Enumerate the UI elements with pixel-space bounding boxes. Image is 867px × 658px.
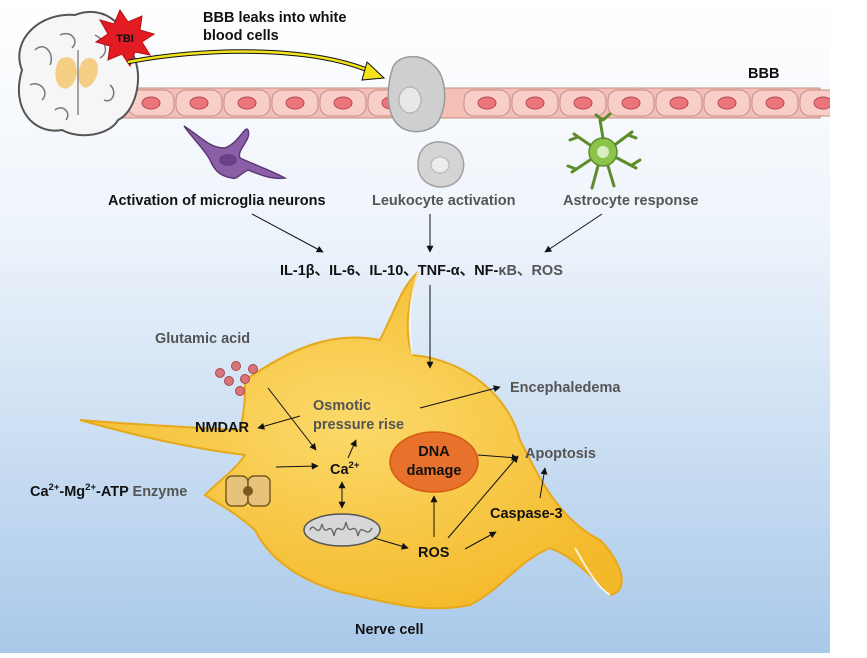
arrow-ros-caspase	[464, 531, 497, 550]
encephaledema-label: Encephaledema	[510, 380, 621, 396]
ros-label: ROS	[418, 545, 450, 561]
osmotic-label-line1: Osmotic	[313, 398, 371, 414]
leukocyte-icon	[387, 55, 446, 133]
endothelial-nucleus	[141, 96, 161, 110]
arrow-osmotic-encephaledema	[419, 385, 501, 409]
endothelial-nucleus	[189, 96, 209, 110]
endothelial-nucleus	[717, 96, 737, 110]
cytokine-item: 、	[403, 263, 418, 279]
astrocyte-response-label: Astrocyte response	[563, 193, 698, 209]
apoptosis-label: Apoptosis	[525, 446, 596, 462]
arrow-ros-apoptosis	[447, 455, 519, 539]
cytokine-item: NF-	[474, 263, 498, 279]
endothelial-nucleus	[525, 96, 545, 110]
endothelial-nucleus	[573, 96, 593, 110]
pathway-arrows	[257, 285, 548, 550]
cytokine-item: IL-6	[329, 263, 355, 279]
arrow-nmdar-calcium	[275, 462, 319, 470]
tbi-burst-icon: TBI	[94, 8, 156, 68]
calcium-label: Ca2+	[330, 460, 360, 478]
cytokine-item: 、	[460, 263, 475, 279]
dna-label-line1: DNA	[418, 444, 450, 460]
endothelial-nucleus	[237, 96, 257, 110]
arrow-mitochondrion-ros	[373, 537, 409, 550]
glutamic-acid-label: Glutamic acid	[155, 331, 250, 347]
bbb-label: BBB	[748, 66, 779, 82]
cytokine-list: IL-1β、IL-6、IL-10、TNF-α、NF-κB、ROS	[280, 263, 563, 279]
cytokine-item: TNF-α	[418, 263, 460, 279]
cytokine-item: 、	[315, 263, 330, 279]
tbi-label: TBI	[116, 33, 134, 45]
cytokine-item: ROS	[531, 263, 563, 279]
leak-arrow-head	[361, 61, 386, 81]
cytokine-item: 、	[517, 263, 532, 279]
arrow-calcium-osmotic	[347, 439, 357, 459]
glutamate-vesicle-icon	[215, 361, 258, 396]
leukocyte-activation-label: Leukocyte activation	[372, 193, 515, 209]
endothelial-nucleus	[669, 96, 689, 110]
cytokine-item: κB	[498, 263, 517, 279]
bbb-endothelial-layer	[119, 87, 847, 119]
bbb-leak-label-line2: blood cells	[203, 28, 279, 44]
dna-label-line2: damage	[407, 463, 462, 479]
arrow-astrocyte-cytokines	[544, 213, 603, 253]
atpase-enzyme-label: Ca2+-Mg2+-ATP Enzyme	[30, 482, 187, 500]
dna-damage-nucleus	[389, 431, 479, 493]
endothelial-nucleus	[333, 96, 353, 110]
arrow-glutamate-calcium	[267, 387, 317, 451]
astrocyte-icon	[566, 112, 642, 190]
endothelial-nucleus	[621, 96, 641, 110]
arrow-microglia-cytokines	[251, 213, 324, 253]
arrow-osmotic-nmdar	[257, 415, 301, 430]
mitochondrion-icon	[303, 513, 381, 547]
cytokine-item: IL-1β	[280, 263, 315, 279]
caspase-label: Caspase-3	[490, 506, 563, 522]
leukocyte-activation-icon	[417, 141, 465, 188]
nerve-cell-label: Nerve cell	[355, 622, 424, 638]
endothelial-nucleus	[477, 96, 497, 110]
endothelial-nucleus	[765, 96, 785, 110]
endothelial-nucleus	[285, 96, 305, 110]
nmdar-channel-icon	[225, 475, 271, 507]
cytokine-item: IL-10	[369, 263, 403, 279]
arrow-dna-apoptosis	[477, 454, 519, 462]
microglia-icon	[183, 125, 288, 180]
arrow-caspase-apoptosis	[539, 467, 548, 499]
osmotic-label-line2: pressure rise	[313, 417, 404, 433]
microglia-activation-label: Activation of microglia neurons	[108, 193, 326, 209]
right-margin	[830, 0, 867, 653]
leak-arrow	[127, 50, 373, 74]
bbb-leak-label-line1: BBB leaks into white	[203, 10, 346, 26]
endothelial-nucleus	[813, 96, 833, 110]
cytokine-item: 、	[355, 263, 370, 279]
nmdar-label: NMDAR	[195, 420, 249, 436]
